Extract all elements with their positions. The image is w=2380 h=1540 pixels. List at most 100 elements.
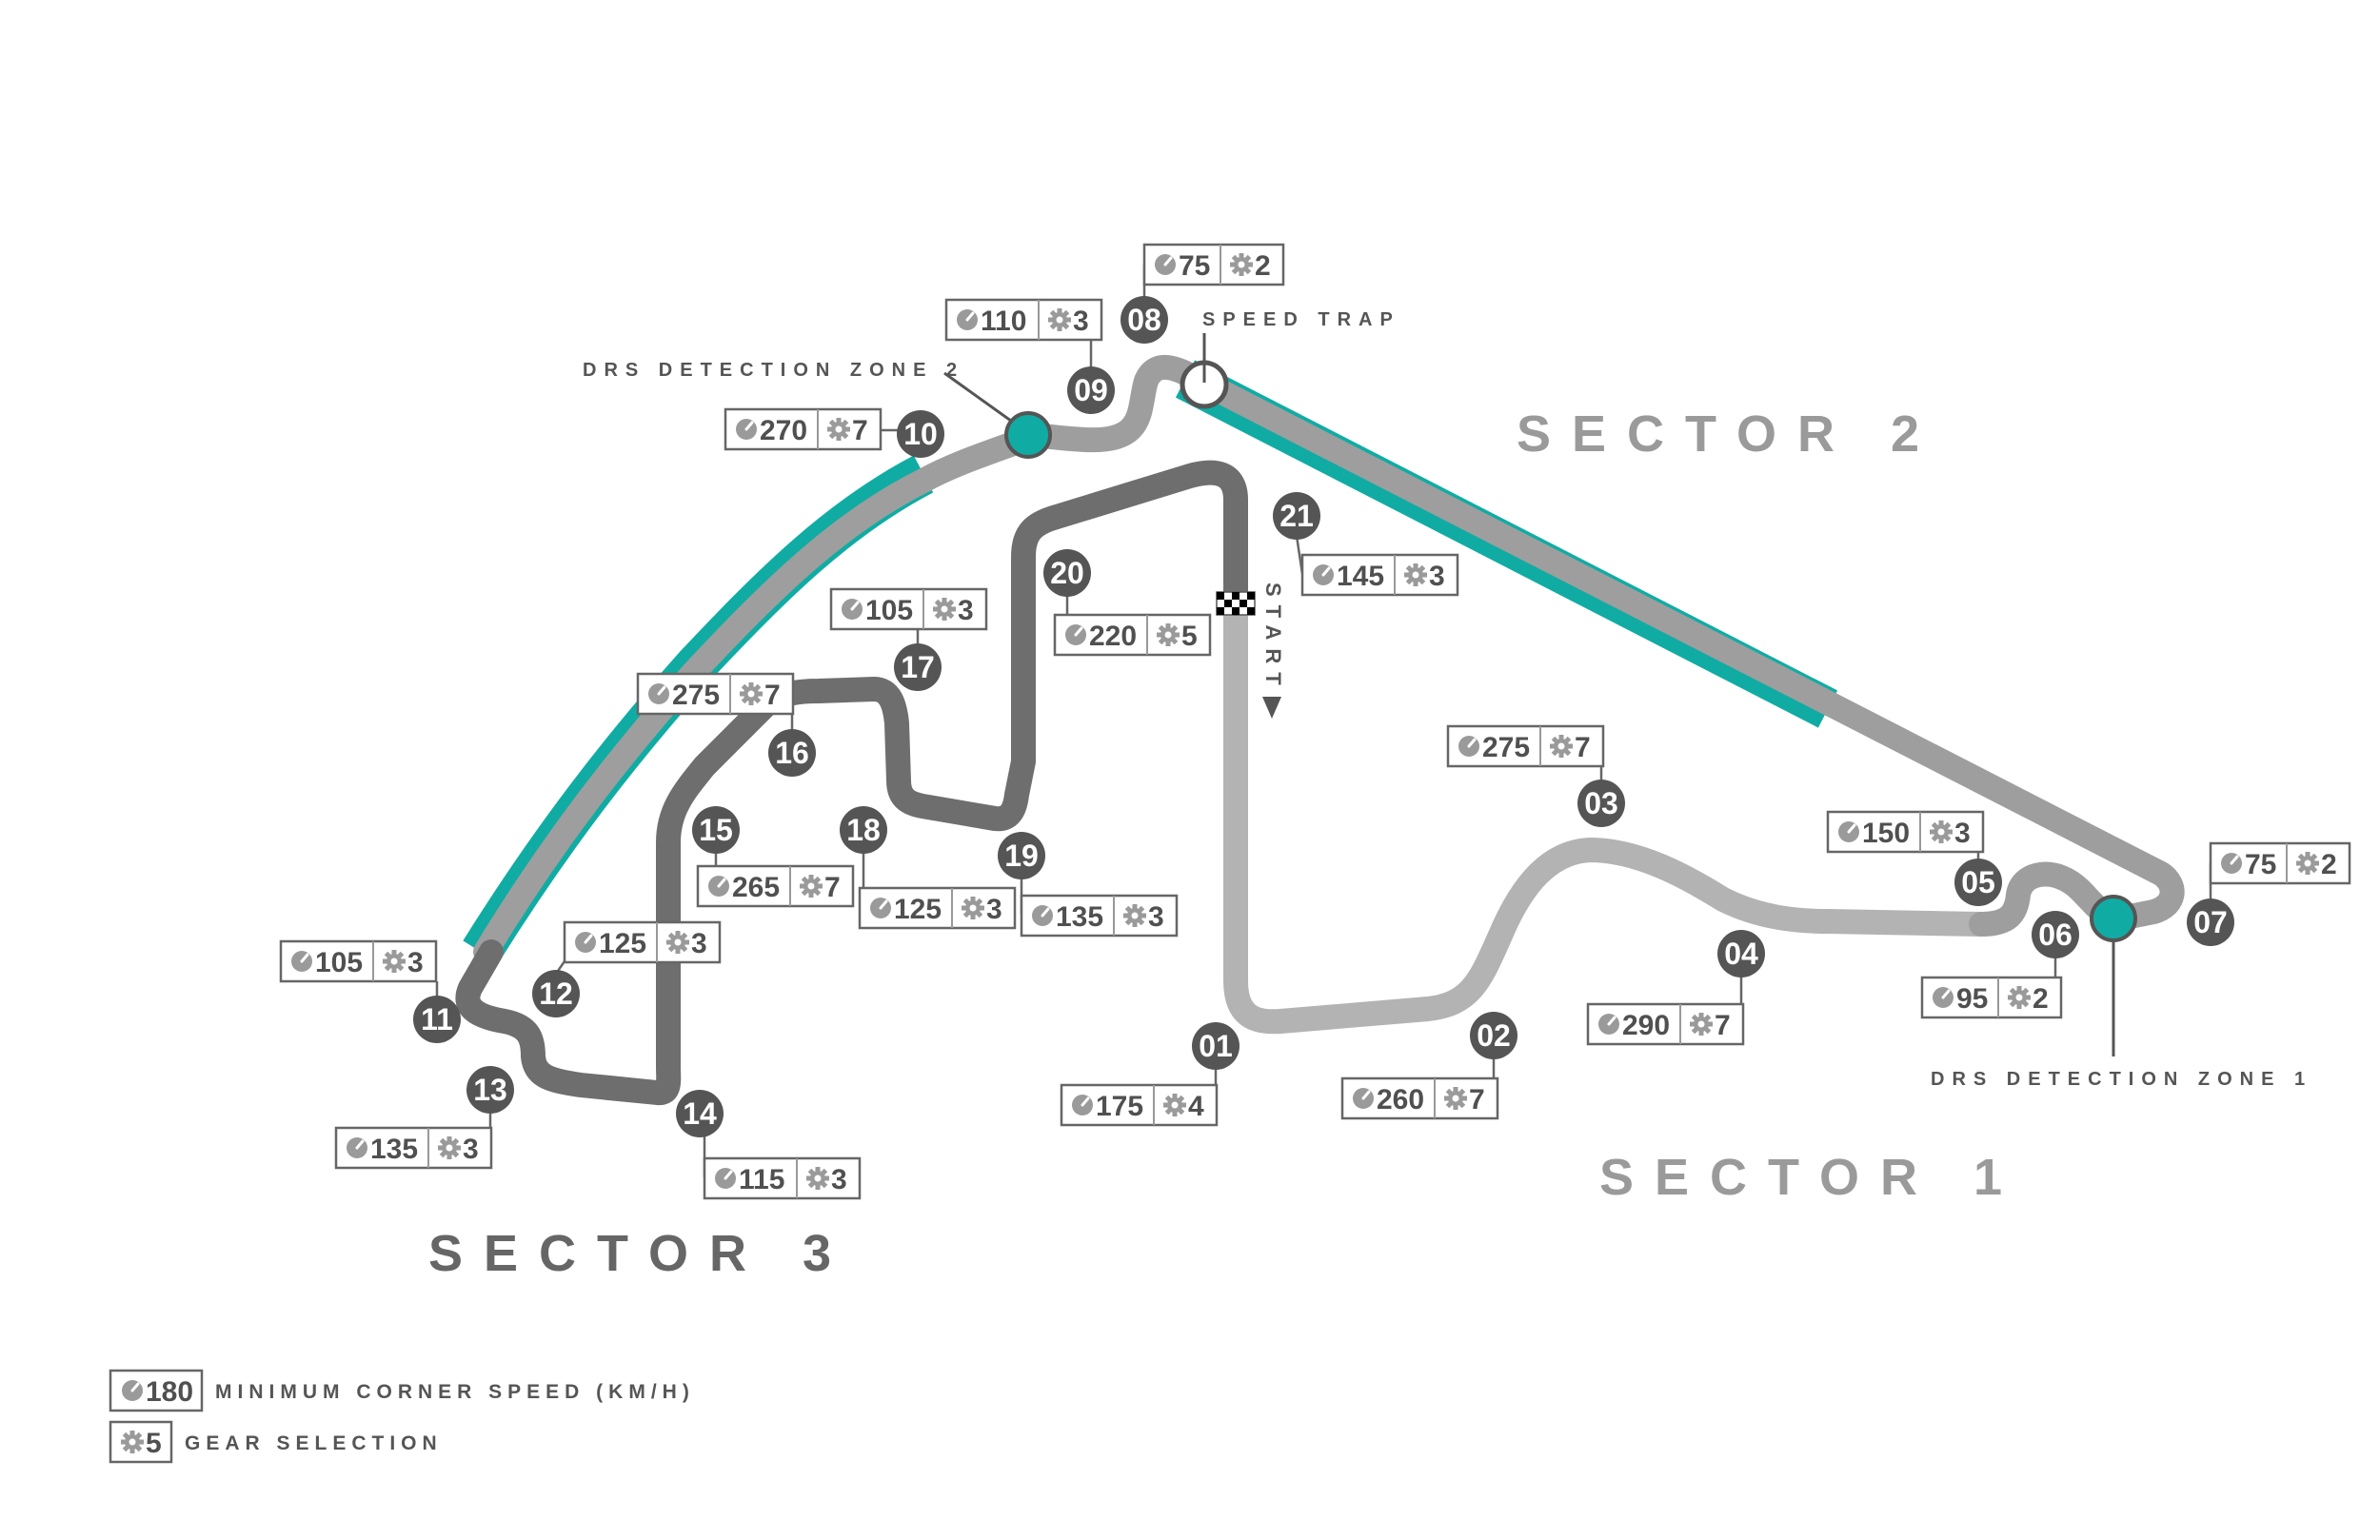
speedometer-icon — [573, 930, 598, 955]
turn-info-box — [1340, 1076, 1499, 1120]
start-label: START — [1261, 582, 1285, 694]
speedometer-icon — [706, 874, 731, 898]
gear-icon — [1123, 904, 1146, 927]
turn-number-badge — [692, 806, 740, 854]
turn-number-badge — [466, 1066, 514, 1114]
speedometer-icon — [1311, 563, 1336, 587]
turn-min-speed: 145 — [1337, 561, 1384, 592]
turn-number-badge — [998, 832, 1045, 879]
gear-icon — [1157, 623, 1180, 646]
gear-icon — [1690, 1013, 1713, 1036]
turn-number-badge — [1067, 366, 1115, 414]
turn-number: 11 — [421, 1002, 453, 1037]
speedometer-icon — [1153, 252, 1178, 277]
gear-icon — [1444, 1087, 1467, 1110]
gear-icon — [1550, 735, 1573, 758]
speedometer-icon — [868, 896, 893, 920]
turn-min-speed: 270 — [760, 415, 807, 446]
turn-gear: 7 — [1469, 1084, 1485, 1116]
turn-number: 15 — [699, 813, 733, 847]
turn-number: 03 — [1584, 786, 1618, 820]
turn-number-badge — [1121, 296, 1168, 344]
turn-number-badge — [532, 970, 580, 1017]
turn-min-speed: 115 — [739, 1164, 784, 1195]
drs-detection-zone-1-marker — [2090, 895, 2137, 1056]
speedometer-icon — [1070, 1093, 1095, 1117]
turn-gear: 7 — [1575, 732, 1591, 763]
turn-info-box — [334, 1126, 493, 1170]
turn-02: 260 7 02 — [1340, 1012, 1517, 1120]
turn-number-badge — [2032, 911, 2079, 958]
gear-icon — [2296, 852, 2319, 875]
speedometer-icon — [955, 307, 980, 332]
turn-number: 18 — [846, 813, 881, 847]
start-direction-arrow-icon — [1262, 697, 1281, 719]
turn-gear: 3 — [1429, 561, 1445, 592]
gear-icon — [383, 950, 406, 973]
turn-number-badge — [1577, 780, 1625, 827]
speedometer-icon — [1836, 819, 1861, 844]
turn-number: 01 — [1199, 1029, 1233, 1063]
turn-number-badge — [413, 996, 461, 1043]
gear-icon — [740, 682, 763, 705]
drs-detection-zone-2-marker — [943, 371, 1052, 459]
speedometer-icon — [840, 597, 864, 622]
turn-number-badge — [1043, 549, 1091, 597]
speedometer-icon — [1597, 1012, 1621, 1037]
turn-number-badge — [897, 410, 944, 458]
legend: 180 MINIMUM CORNER SPEED (KM/H) 5 GEAR S… — [109, 1369, 689, 1464]
turn-gear: 3 — [986, 894, 1002, 925]
turn-number-badge — [840, 806, 887, 854]
turn-min-speed: 290 — [1622, 1010, 1670, 1041]
turn-gear: 3 — [1954, 818, 1971, 849]
turn-min-speed: 175 — [1096, 1091, 1143, 1122]
turn-number-badge — [1717, 930, 1765, 977]
turn-gear: 3 — [1148, 901, 1164, 933]
gear-icon — [438, 1136, 461, 1159]
speedometer-icon — [1030, 903, 1055, 928]
turn-number: 10 — [903, 417, 938, 451]
turn-number: 06 — [2038, 918, 2073, 952]
turn-min-speed: 110 — [981, 306, 1026, 337]
turn-min-speed: 135 — [370, 1134, 418, 1165]
turn-min-speed: 260 — [1377, 1084, 1424, 1116]
turn-min-speed: 150 — [1862, 818, 1910, 849]
turn-gear: 2 — [1255, 250, 1271, 282]
turn-number: 13 — [473, 1073, 507, 1107]
legend-gear-example: 5 — [146, 1428, 162, 1459]
gear-icon — [1163, 1094, 1186, 1116]
turn-number: 02 — [1477, 1018, 1511, 1053]
turn-info-box — [1300, 553, 1459, 597]
gear-icon — [827, 418, 850, 441]
speedometer-icon — [646, 681, 671, 706]
turn-number: 21 — [1279, 499, 1314, 533]
turn-gear: 5 — [1181, 621, 1198, 652]
turn-info-box — [1060, 1083, 1219, 1127]
turn-min-speed: 275 — [672, 680, 720, 711]
legend-gear-label: GEAR SELECTION — [185, 1432, 443, 1454]
speedometer-icon — [713, 1166, 738, 1191]
drs-detection-zone-1-label: DRS DETECTION ZONE 1 — [1931, 1069, 2312, 1090]
turn-gear: 7 — [824, 872, 841, 903]
turn-gear: 7 — [1715, 1010, 1731, 1041]
legend-speed-example: 180 — [146, 1376, 193, 1408]
drs-detection-zone-2-label: DRS DETECTION ZONE 2 — [583, 360, 964, 381]
gear-icon — [2008, 986, 2031, 1009]
speedometer-icon — [1931, 985, 1955, 1010]
turn-21: 145 3 21 — [1273, 492, 1459, 597]
turn-number: 04 — [1724, 937, 1758, 971]
